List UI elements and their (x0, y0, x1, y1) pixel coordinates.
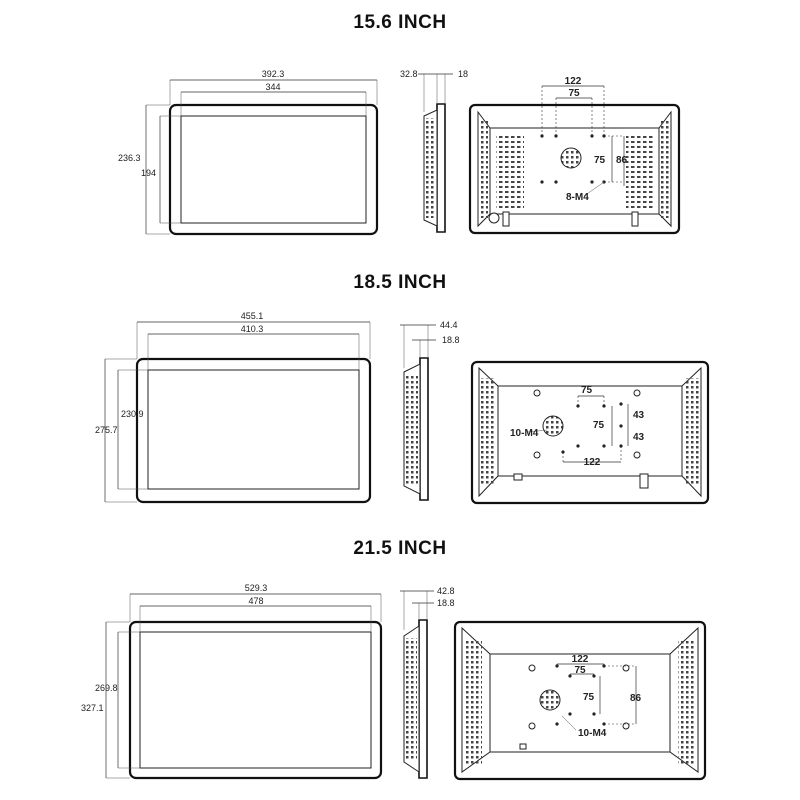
dim-back-vert-75-15-6: 75 (594, 155, 606, 166)
dim-depth-15-6: 32.8 (400, 69, 418, 79)
side-view-18-5 (400, 324, 436, 501)
dim-back-75-18-5: 75 (581, 385, 593, 396)
dim-outer-width-18-5: 455.1 (241, 311, 264, 321)
dim-back-122-15-6: 122 (565, 76, 582, 87)
section-title-15-6: 15.6 INCH (353, 12, 447, 33)
screw-label-21-5: 10-M4 (578, 728, 607, 739)
section-title-21-5: 21.5 INCH (353, 538, 447, 559)
dim-screen-width-21-5: 478 (248, 596, 263, 606)
dim-outer-height-18-5: 275.7 (95, 425, 118, 435)
dim-screen-width-15-6: 344 (265, 82, 280, 92)
dim-back-43-lower-18-5: 43 (633, 432, 645, 443)
dim-back-vert-86-15-6: 86 (616, 155, 628, 166)
front-view-21-5 (105, 593, 383, 780)
section-title-18-5: 18.5 INCH (353, 272, 447, 293)
screw-label-18-5: 10-M4 (510, 428, 539, 439)
dim-outer-width-21-5: 529.3 (245, 583, 268, 593)
dim-back-122-21-5: 122 (572, 654, 589, 665)
dim-thickness-18-5: 18.8 (442, 335, 460, 345)
dim-screen-height-21-5: 269.8 (95, 683, 118, 693)
screw-label-15-6: 8-M4 (566, 192, 589, 203)
back-view-18-5 (470, 360, 710, 505)
back-view-21-5 (453, 620, 707, 781)
dim-depth-18-5: 44.4 (440, 320, 458, 330)
dim-back-122-18-5: 122 (584, 457, 601, 468)
back-view-15-6 (468, 85, 681, 235)
dim-outer-height-15-6: 236.3 (118, 153, 141, 163)
dim-back-43-upper-18-5: 43 (633, 410, 645, 421)
front-view-15-6 (145, 79, 379, 236)
side-view-21-5 (400, 590, 434, 779)
dim-screen-height-18-5: 230.9 (121, 409, 144, 419)
dim-thickness-21-5: 18.8 (437, 598, 455, 608)
dim-depth-21-5: 42.8 (437, 586, 455, 596)
dim-outer-width-15-6: 392.3 (262, 69, 285, 79)
dim-back-75-15-6: 75 (568, 88, 580, 99)
dim-thickness-15-6: 18 (458, 69, 468, 79)
dim-screen-height-15-6: 194 (141, 168, 156, 178)
dim-back-vert-86-21-5: 86 (630, 693, 642, 704)
front-view-18-5 (104, 321, 372, 504)
dim-back-vert-75-18-5: 75 (593, 420, 605, 431)
dim-screen-width-18-5: 410.3 (241, 324, 264, 334)
dim-back-75-21-5: 75 (574, 665, 586, 676)
side-view-15-6 (418, 73, 453, 233)
dim-back-vert-75-21-5: 75 (583, 692, 595, 703)
dim-outer-height-21-5: 327.1 (81, 703, 104, 713)
